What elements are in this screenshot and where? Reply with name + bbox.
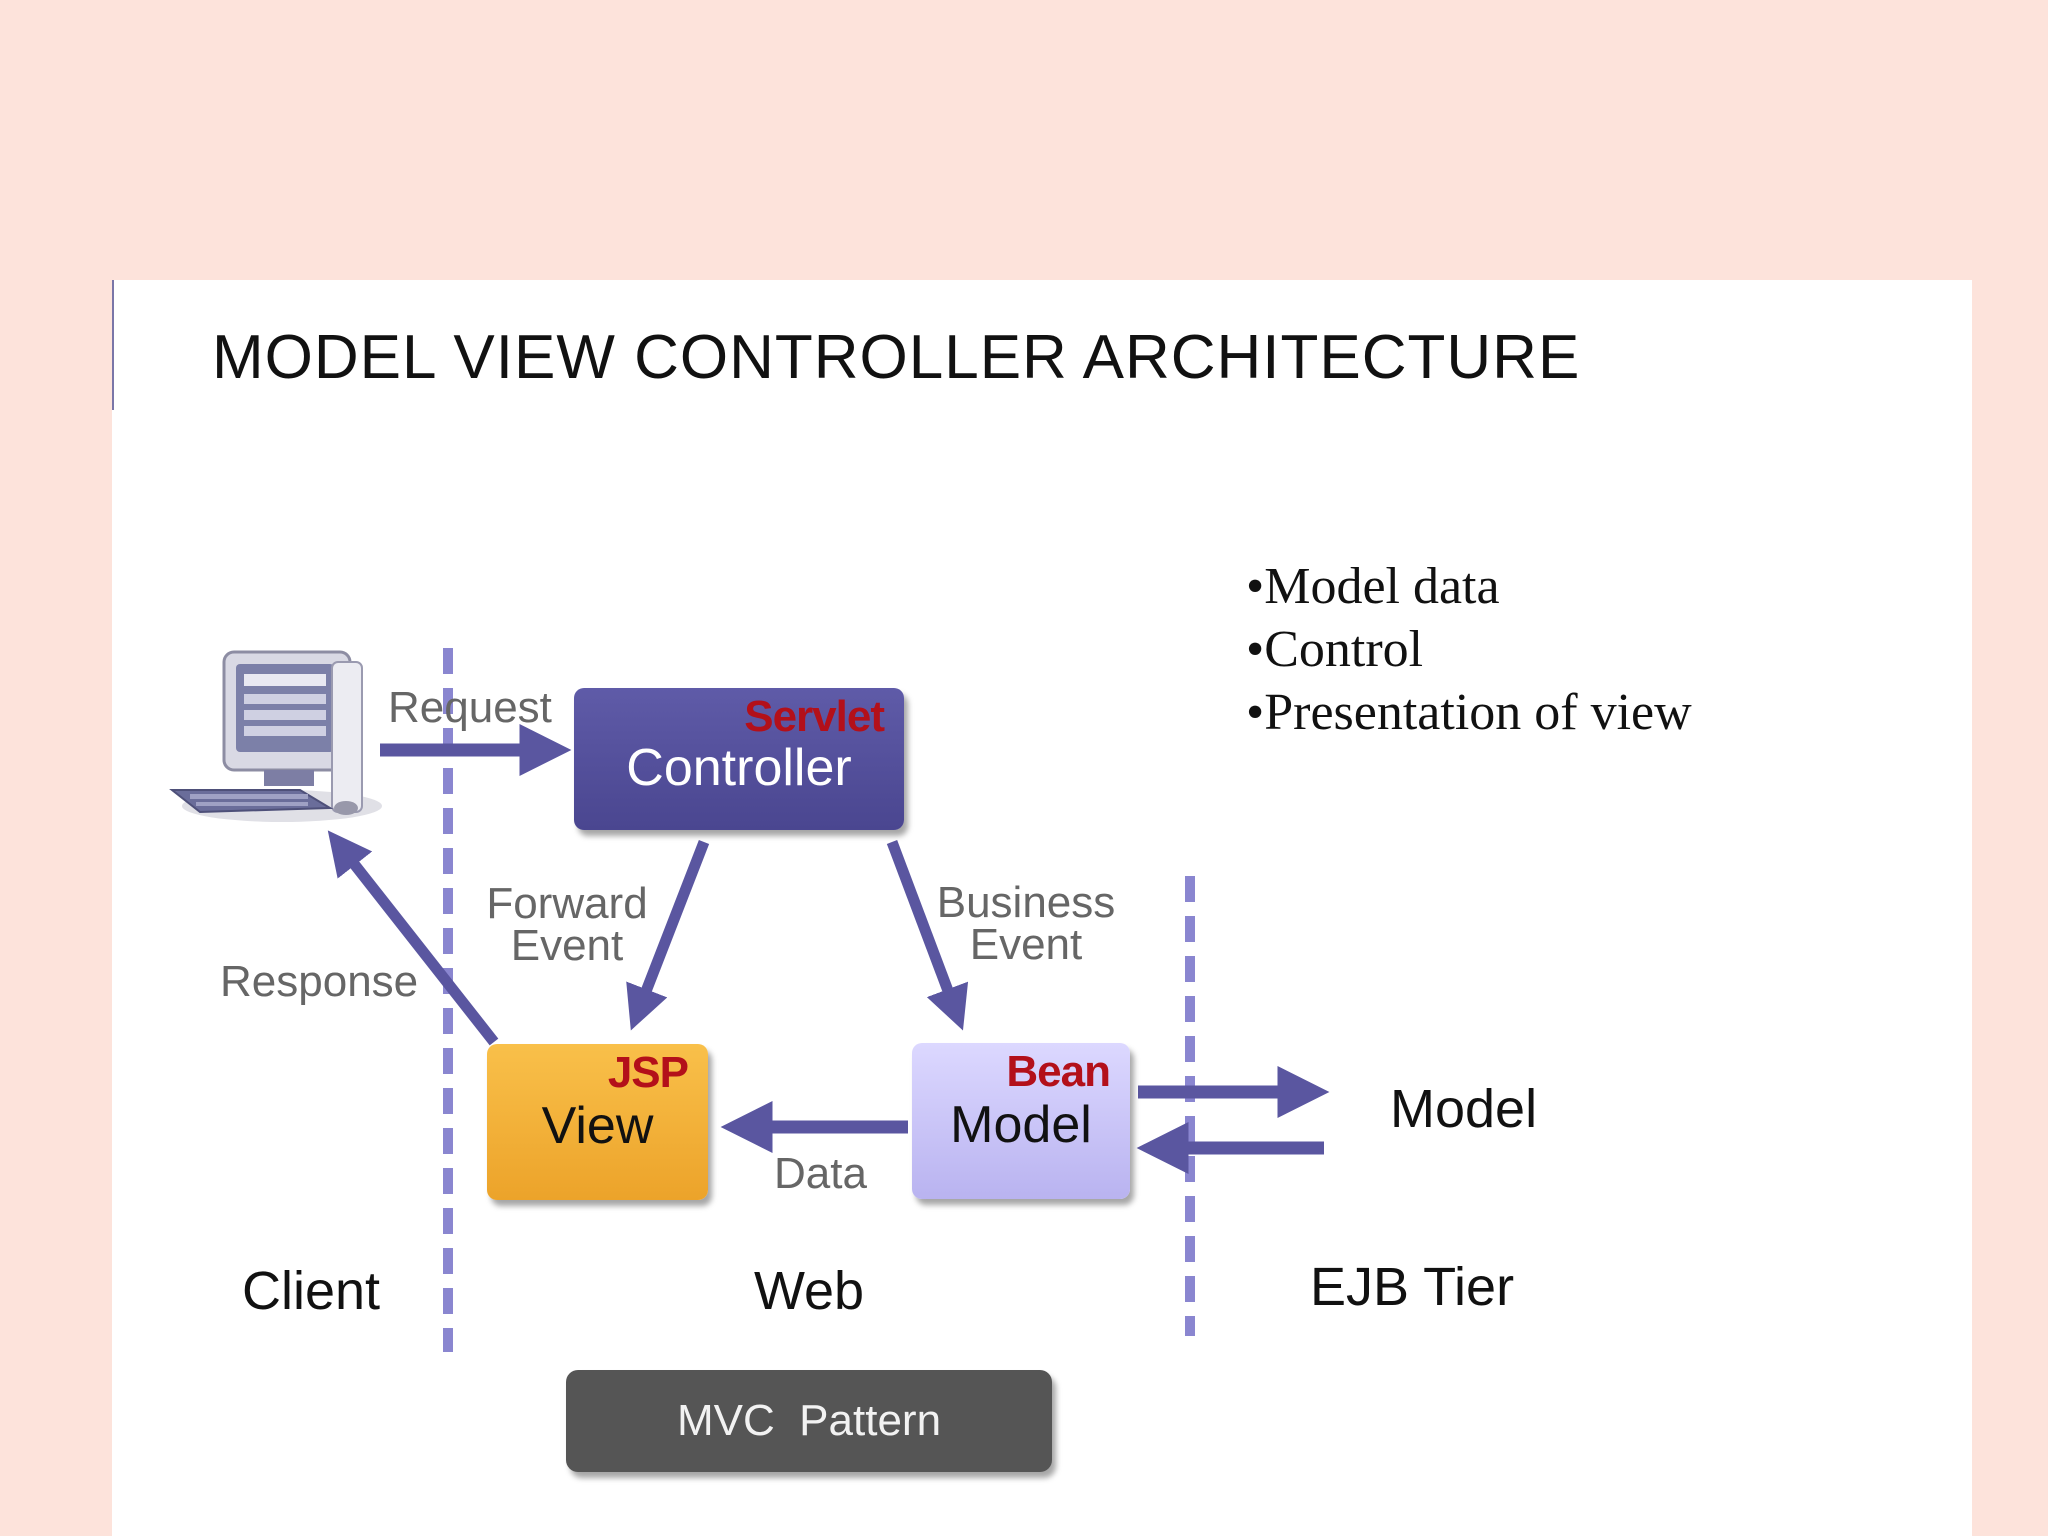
forward-event-label: Forward Event (482, 879, 652, 970)
servlet-tag: Servlet (744, 692, 885, 741)
forward-event-label-line-2: Event (510, 921, 624, 970)
ejb-model-label: Model (1390, 1079, 1538, 1139)
tier-client-label: Client (242, 1261, 381, 1321)
mvc-pattern-caption: MVC Pattern (566, 1370, 1052, 1472)
view-label: View (541, 1097, 654, 1155)
business-event-label-line-2: Event (969, 920, 1083, 969)
bullet-item-model-data: •Model data (1246, 558, 1500, 615)
business-event-arrow (886, 840, 969, 1031)
slide-background (112, 280, 1972, 1536)
slide-title: MODEL VIEW CONTROLLER ARCHITECTURE (212, 323, 1581, 392)
response-arrow (327, 830, 499, 1046)
bullet-item-control: •Control (1246, 621, 1424, 678)
forward-event-label-line-1: Forward (486, 879, 648, 928)
jsp-tag: JSP (607, 1048, 689, 1097)
view-node: JSP View (487, 1044, 708, 1200)
bullet-list: •Model data •Control •Presentation of vi… (1246, 555, 1692, 744)
data-label: Data (774, 1149, 867, 1198)
business-event-label: Business Event (936, 878, 1116, 969)
bullet-item-presentation: •Presentation of view (1246, 684, 1692, 741)
controller-node: Servlet Controller (574, 688, 904, 830)
computer-icon (169, 650, 382, 822)
model-label: Model (950, 1096, 1092, 1154)
response-label: Response (220, 957, 419, 1006)
business-event-label-line-1: Business (936, 878, 1116, 927)
tier-web-label: Web (754, 1261, 865, 1321)
tier-ejb-label: EJB Tier (1310, 1257, 1515, 1317)
forward-event-arrow (626, 840, 710, 1031)
controller-label: Controller (626, 739, 852, 797)
bean-tag: Bean (1006, 1047, 1111, 1096)
request-label: Request (388, 683, 552, 732)
model-node: Bean Model (912, 1043, 1130, 1199)
slide-edge-line (112, 280, 114, 410)
